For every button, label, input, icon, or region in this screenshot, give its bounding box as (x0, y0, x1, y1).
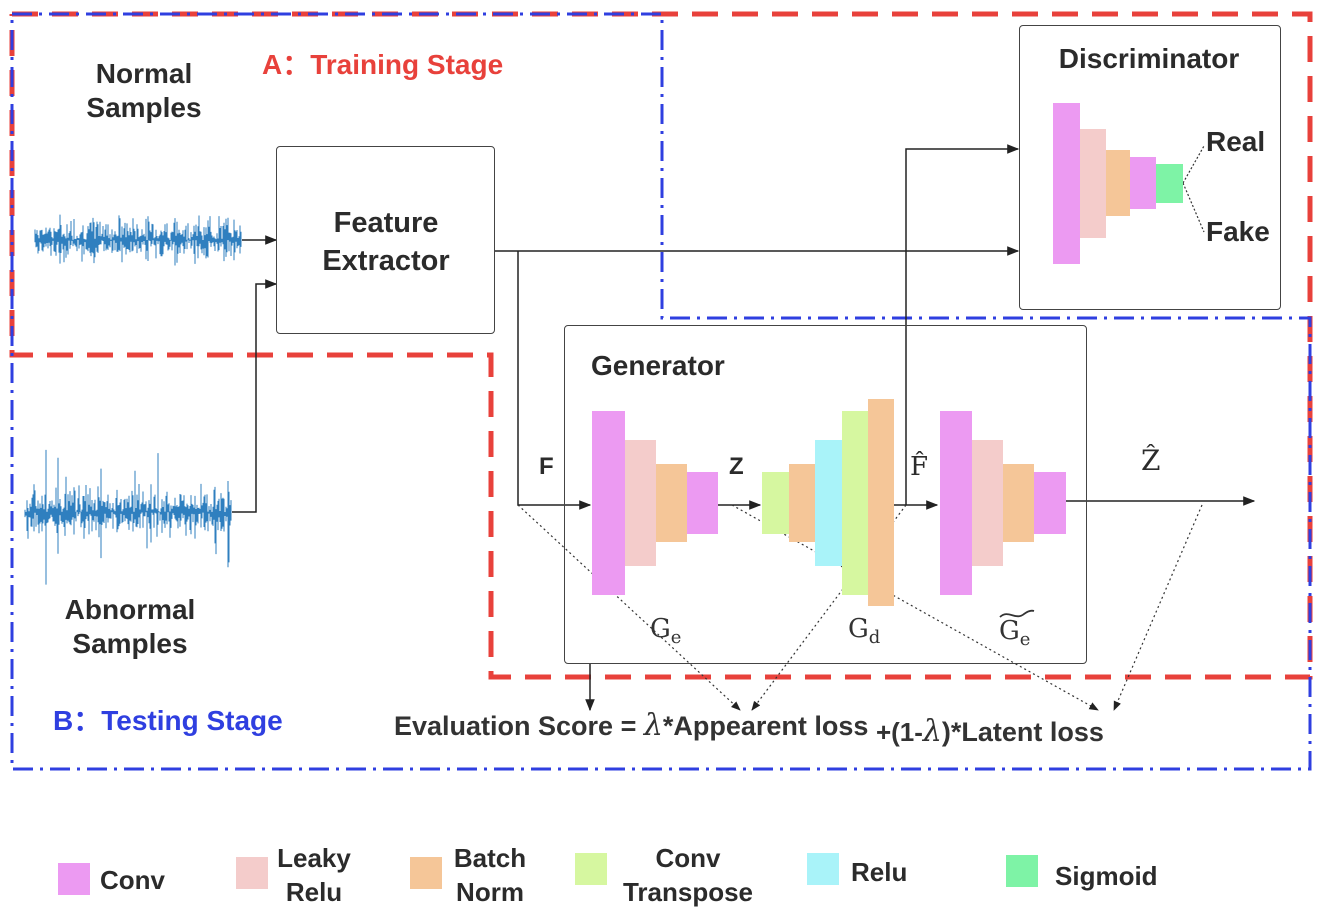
ge2-conv-layer-1 (940, 411, 972, 595)
tilde-mark (999, 609, 1035, 618)
gd-label: Gd (848, 614, 881, 649)
waveform-trace (24, 449, 232, 585)
generator-title: Generator (591, 350, 725, 381)
ge-conv-layer-2 (687, 472, 718, 534)
abnormal-samples-label: Abnormal Samples (64, 594, 196, 659)
ge-conv-layer-1 (592, 411, 625, 595)
legend: Conv Leaky Relu Batch Norm Conv Transpos… (0, 835, 1324, 916)
f-signal-label: F (539, 453, 554, 480)
abnormal-to-extractor-arrow (232, 279, 278, 513)
feature-extractor-label: Feature Extractor (322, 207, 450, 277)
gd-conv-transpose-layer-1 (762, 472, 789, 534)
evaluation-score-formula: Evaluation Score = λ*Appearent loss +(1-… (394, 708, 1104, 749)
legend-swatch-relu (807, 853, 839, 885)
disc-conv-layer-2 (1130, 157, 1156, 209)
gd-batch-norm-layer-2 (868, 399, 894, 606)
testing-stage-border (10, 12, 1312, 771)
fake-label: Fake (1206, 216, 1270, 247)
ge2-leaky-relu-layer (972, 440, 1003, 566)
abnormal-waveform (24, 449, 232, 585)
fhat-to-discriminator-arrow (905, 144, 1020, 505)
z-signal-label: Z (729, 453, 744, 480)
f-to-apparent-dotted (517, 504, 741, 711)
normal-samples-label: Normal Samples (86, 58, 202, 123)
legend-label-leaky-relu: Leaky Relu (277, 843, 351, 907)
legend-swatch-leaky-relu (236, 857, 268, 889)
normal-waveform (34, 214, 242, 266)
waveform-trace (34, 214, 242, 266)
legend-swatch-batch-norm (410, 857, 442, 889)
z-hat-signal-label: Ẑ (1141, 444, 1161, 477)
discriminator-title: Discriminator (1058, 43, 1240, 74)
legend-swatch-sigmoid (1006, 855, 1038, 887)
legend-label-conv: Conv (100, 865, 165, 895)
real-output-line (1182, 145, 1205, 184)
gd-batch-norm-layer-1 (789, 464, 815, 542)
legend-label-conv-transpose: Conv Transpose (622, 843, 754, 907)
testing-stage-label: B：Testing Stage (53, 705, 283, 736)
training-stage-label: A：Training Stage (262, 49, 504, 80)
generator-box (564, 325, 1087, 664)
gd-relu-layer (815, 440, 842, 566)
zhat-to-latent-dotted (1113, 504, 1203, 711)
disc-leaky-relu-layer (1080, 129, 1106, 238)
legend-label-relu: Relu (851, 857, 908, 887)
ge-label: Ge (650, 614, 682, 649)
f-hat-signal-label: F̂ (910, 452, 929, 482)
ge-leaky-relu-layer (625, 440, 656, 566)
disc-sigmoid-layer (1156, 164, 1183, 203)
ge2-batch-norm-layer (1003, 464, 1034, 542)
ge-tilde-label: Ge (999, 616, 1031, 651)
discriminator-box (1019, 25, 1281, 310)
gd-conv-transpose-layer-2 (842, 411, 868, 595)
disc-conv-layer-1 (1053, 103, 1080, 264)
real-label: Real (1206, 126, 1266, 157)
ge2-conv-layer-2 (1034, 472, 1066, 534)
disc-batch-norm-layer (1106, 150, 1130, 216)
legend-label-batch-norm: Batch Norm (453, 843, 527, 907)
legend-swatch-conv (58, 863, 90, 895)
fake-output-line (1182, 182, 1205, 233)
legend-label-sigmoid: Sigmoid (1055, 861, 1158, 891)
ge-batch-norm-layer (656, 464, 687, 542)
legend-swatch-conv-transpose (575, 853, 607, 885)
feature-extractor-box (276, 146, 495, 334)
